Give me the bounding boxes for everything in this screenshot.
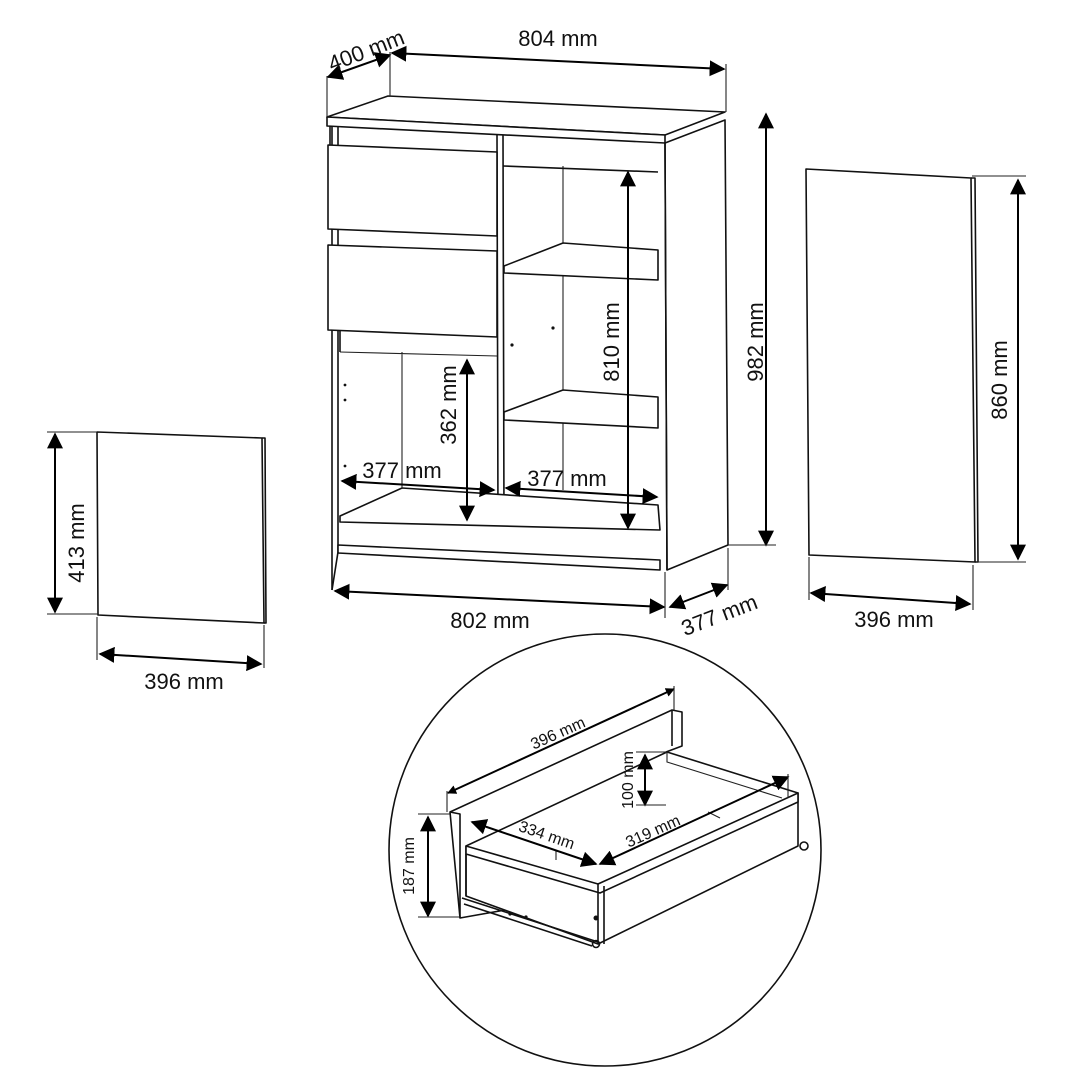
label-base-depth: 377 mm <box>678 589 761 641</box>
cabinet-plinth <box>337 544 661 571</box>
label-drawer-front-height: 187 mm <box>401 837 418 895</box>
label-top-depth: 400 mm <box>325 25 408 77</box>
label-drawer-front-width: 396 mm <box>528 714 588 753</box>
label-inner-width-left: 377 mm <box>362 458 441 483</box>
cabinet-right-side <box>664 119 729 571</box>
cabinet-dimensions <box>326 45 776 618</box>
drawer-front-top <box>327 144 498 237</box>
label-drawer-box-height: 100 mm <box>620 751 637 809</box>
drawer-detail <box>388 633 822 1067</box>
label-open-height: 362 mm <box>436 365 461 444</box>
label-front-height: 413 mm <box>64 503 89 582</box>
detail-circle <box>388 633 822 1067</box>
label-door-width: 396 mm <box>854 607 933 632</box>
label-inner-height: 810 mm <box>599 302 624 381</box>
label-door-height: 860 mm <box>987 340 1012 419</box>
door-panel <box>805 168 1026 611</box>
right-shelf-upper <box>503 242 659 281</box>
center-divider <box>496 133 505 526</box>
label-front-width: 396 mm <box>144 669 223 694</box>
label-inner-width-right: 377 mm <box>527 466 606 491</box>
label-total-height: 982 mm <box>743 302 768 381</box>
cabinet <box>326 95 729 591</box>
right-shelf-lower <box>503 389 659 429</box>
front-panel <box>47 431 267 672</box>
drawer-front-bottom <box>327 244 498 338</box>
label-top-width: 804 mm <box>518 26 597 51</box>
drawer-runner <box>461 897 599 947</box>
label-base-width: 802 mm <box>450 608 529 633</box>
